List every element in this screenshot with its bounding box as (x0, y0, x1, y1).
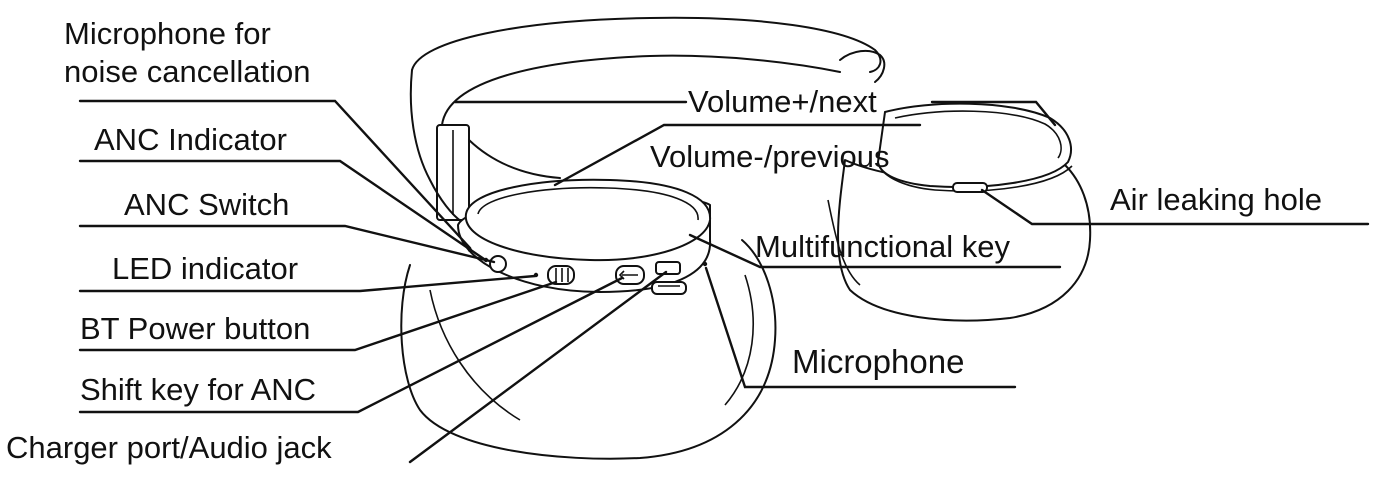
leader-volume-up (453, 100, 1057, 127)
leader-mic-nc (78, 99, 472, 250)
callout-labels: Microphone for noise cancellation ANC In… (6, 16, 1322, 465)
label-mic-nc-line2: noise cancellation (64, 54, 310, 89)
leader-shift-key (78, 276, 624, 414)
leader-led-indicator (78, 274, 537, 293)
label-led-indicator: LED indicator (112, 251, 298, 286)
right-cushion-inner (827, 199, 861, 286)
leader-anc-indicator (78, 159, 486, 261)
right-ear-cup-inner (894, 110, 1062, 159)
headband-inner (441, 54, 841, 126)
label-mic-nc-line1: Microphone for (64, 16, 271, 51)
label-anc-switch: ANC Switch (124, 187, 289, 222)
air-hole-slot (952, 182, 988, 193)
multifunction-key-control (651, 281, 687, 295)
leader-anc-switch (78, 224, 496, 264)
label-volume-up: Volume+/next (688, 84, 877, 119)
label-anc-indicator: ANC Indicator (94, 122, 287, 157)
label-bt-power: BT Power button (80, 311, 310, 346)
headband-right-end (839, 49, 886, 83)
left-cushion-inner-2 (724, 274, 754, 406)
bt-power-button (547, 265, 575, 285)
leader-charger-port (408, 270, 668, 464)
leader-multifunction (688, 233, 1062, 269)
right-ear-cup (876, 102, 1072, 188)
right-ear-cup-rim (877, 161, 1073, 192)
headband-front-edge (409, 69, 463, 223)
leader-air-hole (980, 188, 1370, 226)
label-shift-key: Shift key for ANC (80, 372, 316, 407)
headphone-illustration (400, 16, 1092, 460)
leader-lines (78, 99, 1370, 464)
headband-arm (468, 139, 561, 179)
microphone-dot (702, 261, 708, 267)
leader-bt-power (78, 280, 558, 352)
left-ear-cushion (400, 239, 777, 460)
label-charger-port: Charger port/Audio jack (6, 430, 332, 465)
left-cushion-inner (429, 289, 521, 421)
left-ear-cup-face-rim (477, 186, 699, 221)
anc-switch-control (489, 255, 507, 273)
charger-port (655, 261, 681, 275)
leader-volume-down (553, 123, 922, 187)
label-microphone: Microphone (792, 343, 964, 380)
label-multifunction: Multifunctional key (755, 229, 1011, 264)
left-ear-cup-face (464, 178, 712, 262)
label-volume-down: Volume-/previous (650, 139, 890, 174)
headband-outer (411, 16, 882, 73)
label-air-hole: Air leaking hole (1110, 182, 1322, 217)
headband-slider (436, 124, 470, 221)
leader-microphone (704, 266, 1017, 389)
